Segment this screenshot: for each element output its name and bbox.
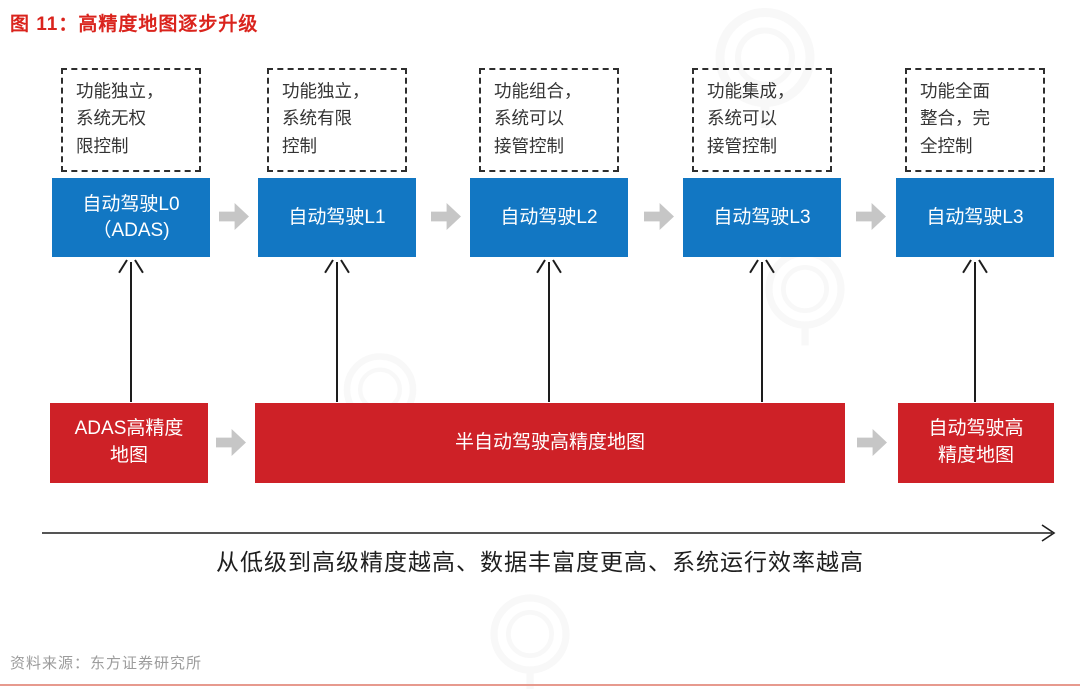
feature-note-l2: 功能组合， 系统可以 接管控制 xyxy=(479,68,619,172)
level-box-l1: 自动驾驶L1 xyxy=(258,178,416,257)
up-arrow-connector xyxy=(548,262,550,402)
up-arrow-connector xyxy=(761,262,763,402)
right-arrow-icon xyxy=(856,203,886,230)
feature-note-l0: 功能独立， 系统无权 限控制 xyxy=(61,68,201,172)
feature-note-l1: 功能独立， 系统有限 控制 xyxy=(267,68,407,172)
up-arrow-connector xyxy=(336,262,338,402)
axis-caption: 从低级到高级精度越高、数据丰富度更高、系统运行效率越高 xyxy=(216,549,864,575)
source-note: 资料来源：东方证券研究所 xyxy=(10,655,203,672)
level-box-l3-full: 自动驾驶L3 xyxy=(896,178,1054,257)
up-arrow-connector xyxy=(974,262,976,402)
level-box-l2: 自动驾驶L2 xyxy=(470,178,628,257)
map-box-semi-auto: 半自动驾驶高精度地图 xyxy=(255,403,845,483)
feature-note-l3: 功能集成， 系统可以 接管控制 xyxy=(692,68,832,172)
progress-axis-arrow xyxy=(42,524,1056,542)
right-arrow-icon xyxy=(219,203,249,230)
up-arrow-connector xyxy=(130,262,132,402)
feature-note-l3-full: 功能全面 整合，完 全控制 xyxy=(905,68,1045,172)
right-arrow-icon xyxy=(857,429,887,456)
map-box-full-auto: 自动驾驶高 精度地图 xyxy=(898,403,1054,483)
watermark-logo xyxy=(490,594,570,689)
bottom-rule xyxy=(0,684,1080,686)
right-arrow-icon xyxy=(644,203,674,230)
level-box-l0: 自动驾驶L0 （ADAS) xyxy=(52,178,210,257)
figure-title: 图 11：高精度地图逐步升级 xyxy=(10,14,259,35)
level-box-l3: 自动驾驶L3 xyxy=(683,178,841,257)
right-arrow-icon xyxy=(216,429,246,456)
right-arrow-icon xyxy=(431,203,461,230)
map-box-adas: ADAS高精度 地图 xyxy=(50,403,208,483)
